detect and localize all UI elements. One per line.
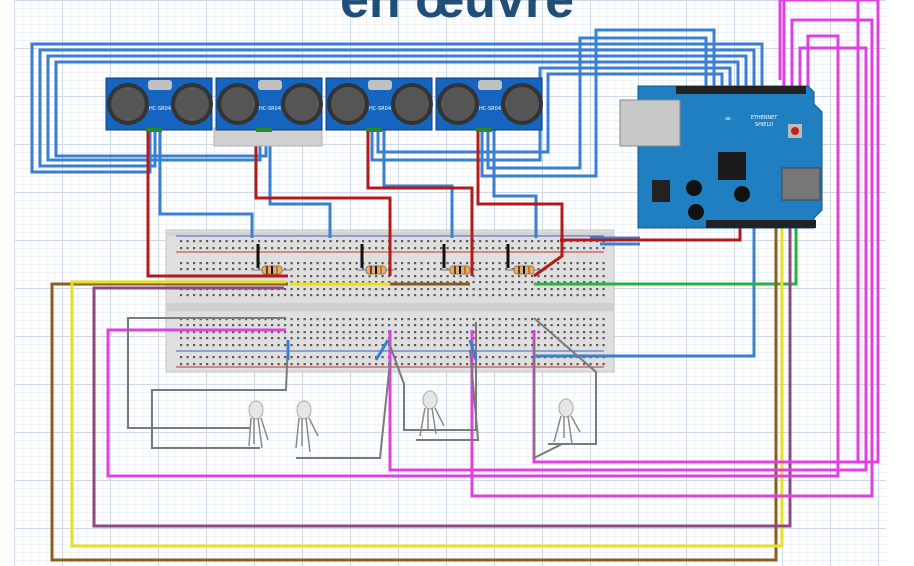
rgb-led-wires <box>106 0 880 498</box>
arduino-logo: ∞ <box>725 114 732 123</box>
gnd-diagonals <box>286 339 478 361</box>
ground-jumpers <box>256 244 510 268</box>
arduino-ethernet-shield: ∞ ETHERNET SHIELD <box>619 85 823 229</box>
rgb-led <box>419 390 445 437</box>
resistor <box>506 265 544 275</box>
breadboard <box>165 229 615 373</box>
sensor-label: HC-SR04 <box>259 106 281 112</box>
resistor <box>358 265 394 275</box>
ultrasonic-sensors: HC-SR04 HC-SR04 HC-SR04 HC-SR04 <box>105 77 543 132</box>
led-grey-wires <box>127 317 597 460</box>
shield-name: ETHERNET <box>751 115 779 121</box>
power-wires <box>146 130 742 278</box>
ultrasonic-sensor: HC-SR04 <box>215 77 323 131</box>
rgb-led <box>553 398 581 445</box>
sensor-label: HC-SR04 <box>479 106 501 112</box>
rgb-led <box>295 400 319 453</box>
ultrasonic-sensor: HC-SR04 <box>325 77 433 131</box>
shield-subname: SHIELD <box>755 122 773 128</box>
ultrasonic-sensor: HC-SR04 <box>435 77 543 131</box>
resistor <box>252 265 292 275</box>
sensor-pins <box>146 128 492 132</box>
sensor-label: HC-SR04 <box>149 106 171 112</box>
rgb-led <box>248 400 269 449</box>
rgb-leds <box>248 390 581 453</box>
sensor-label: HC-SR04 <box>369 106 391 112</box>
ultrasonic-sensor: HC-SR04 <box>105 77 213 131</box>
slide-title: en œuvre <box>339 0 575 29</box>
led-bus-wires <box>50 220 798 562</box>
resistors <box>252 265 544 275</box>
